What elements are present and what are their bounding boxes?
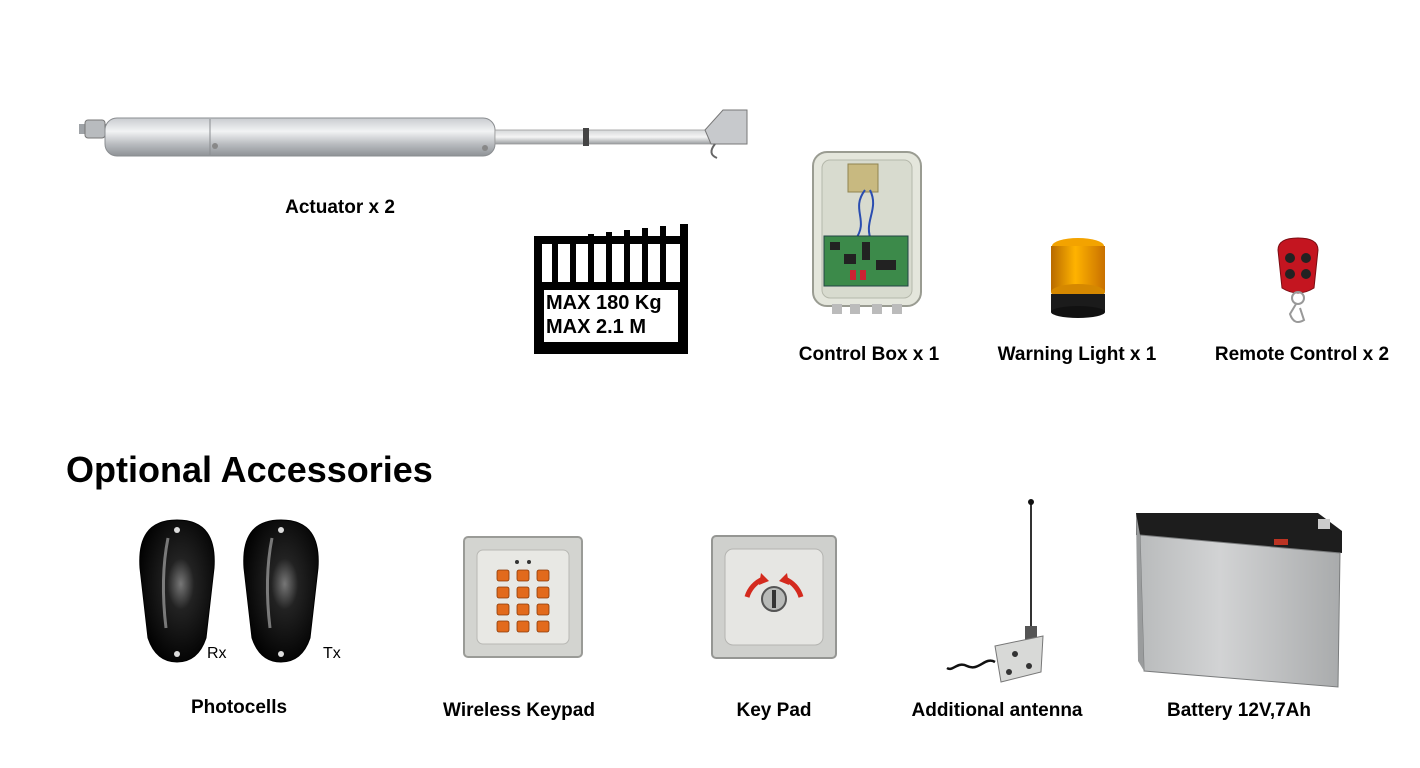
photocell-rx-label: Rx — [207, 645, 227, 662]
antenna-image — [946, 499, 1044, 683]
optional-accessories-heading: Optional Accessories — [66, 449, 433, 490]
photocell-tx-image — [243, 519, 319, 663]
remote-control-label: Remote Control x 2 — [1214, 344, 1390, 365]
gate-max-length: MAX 2.1 M — [546, 316, 647, 338]
photocell-rx-image — [139, 519, 215, 663]
gate-max-weight: MAX 180 Kg — [546, 292, 662, 314]
gate-icon — [534, 224, 688, 354]
photocell-tx-label: Tx — [323, 645, 341, 662]
control-box-label: Control Box x 1 — [798, 344, 940, 365]
photocells-label: Photocells — [190, 697, 288, 718]
key-pad-label: Key Pad — [736, 700, 812, 721]
actuator-label: Actuator x 2 — [285, 197, 395, 218]
wireless-keypad-label: Wireless Keypad — [443, 700, 595, 721]
actuator-image — [79, 109, 748, 159]
antenna-label: Additional antenna — [911, 700, 1083, 721]
key-pad-image — [711, 535, 837, 659]
warning-light-label: Warning Light x 1 — [997, 344, 1157, 365]
control-box-image — [812, 151, 922, 314]
remote-control-image — [1277, 237, 1319, 323]
battery-image — [1136, 513, 1342, 688]
wireless-keypad-image — [463, 536, 583, 658]
battery-label: Battery 12V,7Ah — [1167, 700, 1311, 721]
warning-light-image — [1051, 238, 1105, 318]
